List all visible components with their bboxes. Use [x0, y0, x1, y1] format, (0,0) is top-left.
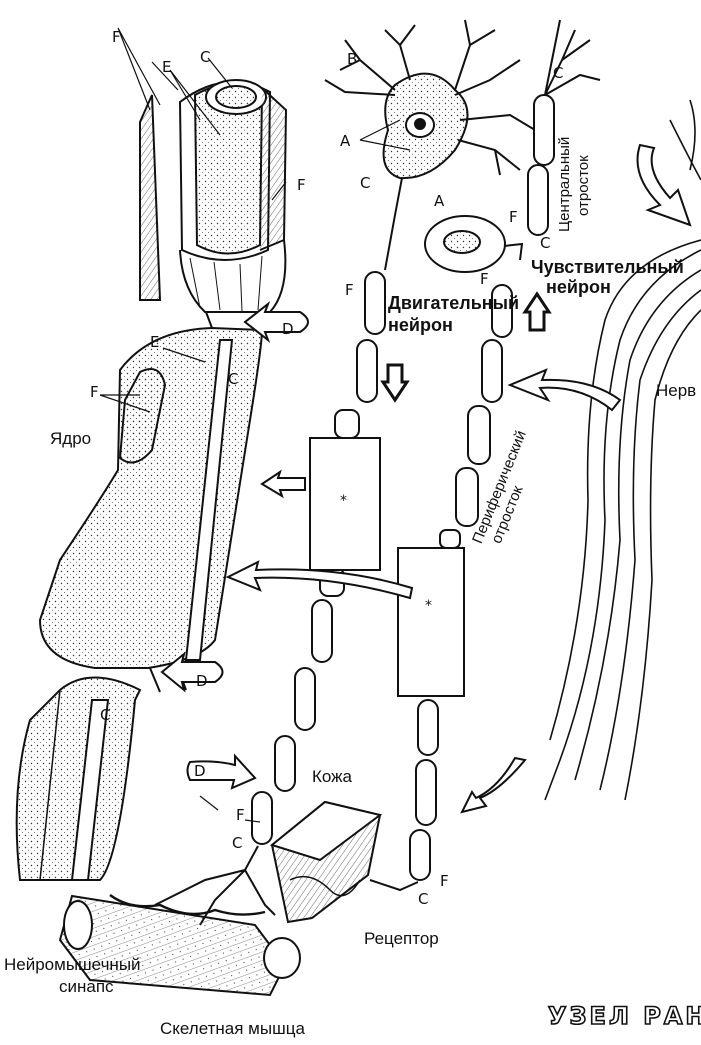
letter-d-lower: D	[196, 674, 208, 689]
letter-f-motor: F	[345, 283, 354, 298]
label-nerve: Нерв	[656, 382, 696, 399]
label-motor: Двигательный	[388, 294, 519, 312]
letter-e-top: E	[162, 60, 171, 75]
label-central: Центральный	[557, 137, 572, 232]
letter-c-middle: C	[228, 372, 238, 387]
letter-c-sensory-top: C	[553, 66, 563, 81]
letter-c-receptor: C	[418, 892, 428, 907]
letter-f-motor-lower: F	[236, 808, 245, 823]
letter-a-sensory: A	[434, 194, 444, 209]
ranvier-detail	[17, 80, 286, 880]
letter-f-top-left: F	[112, 30, 121, 45]
letter-d-upper: D	[282, 322, 294, 337]
letter-f-nucleus: F	[90, 385, 99, 400]
sensory-zoom-box	[398, 548, 464, 696]
skin-block	[272, 802, 380, 922]
letter-c-sensory: C	[540, 236, 550, 251]
label-skin: Кожа	[312, 768, 352, 785]
letter-f-top-right: F	[297, 178, 306, 193]
label-motor-neuron: нейрон	[388, 316, 453, 334]
label-nucleus: Ядро	[50, 430, 91, 447]
banner-title: УЗЕЛ РАНВ	[548, 1002, 701, 1030]
label-sensory: Чувствительный	[531, 258, 684, 276]
letter-c-top: C	[200, 50, 210, 65]
letter-f-sensory-central: F	[509, 210, 518, 225]
letter-d-motor: D	[194, 764, 206, 779]
label-central-process: отросток	[576, 155, 591, 216]
letter-c-motor-soma: C	[360, 176, 370, 191]
letter-c-bottom: C	[100, 708, 110, 723]
svg-text:*: *	[425, 598, 432, 614]
letter-b: B	[347, 52, 357, 67]
letter-e-middle: E	[150, 335, 159, 350]
svg-text:*: *	[340, 493, 347, 509]
letter-a-motor: A	[340, 134, 350, 149]
label-sensory-neuron: нейрон	[546, 278, 611, 296]
letter-c-motor-terminal: C	[232, 836, 242, 851]
letter-f-receptor: F	[440, 874, 449, 889]
label-neuromuscular: Нейромышечный	[4, 956, 141, 973]
label-receptor: Рецептор	[364, 930, 439, 947]
label-skeletal-muscle: Скелетная мышца	[160, 1020, 305, 1037]
label-synapse: синапс	[59, 978, 114, 995]
letter-f-sensory: F	[480, 272, 489, 287]
